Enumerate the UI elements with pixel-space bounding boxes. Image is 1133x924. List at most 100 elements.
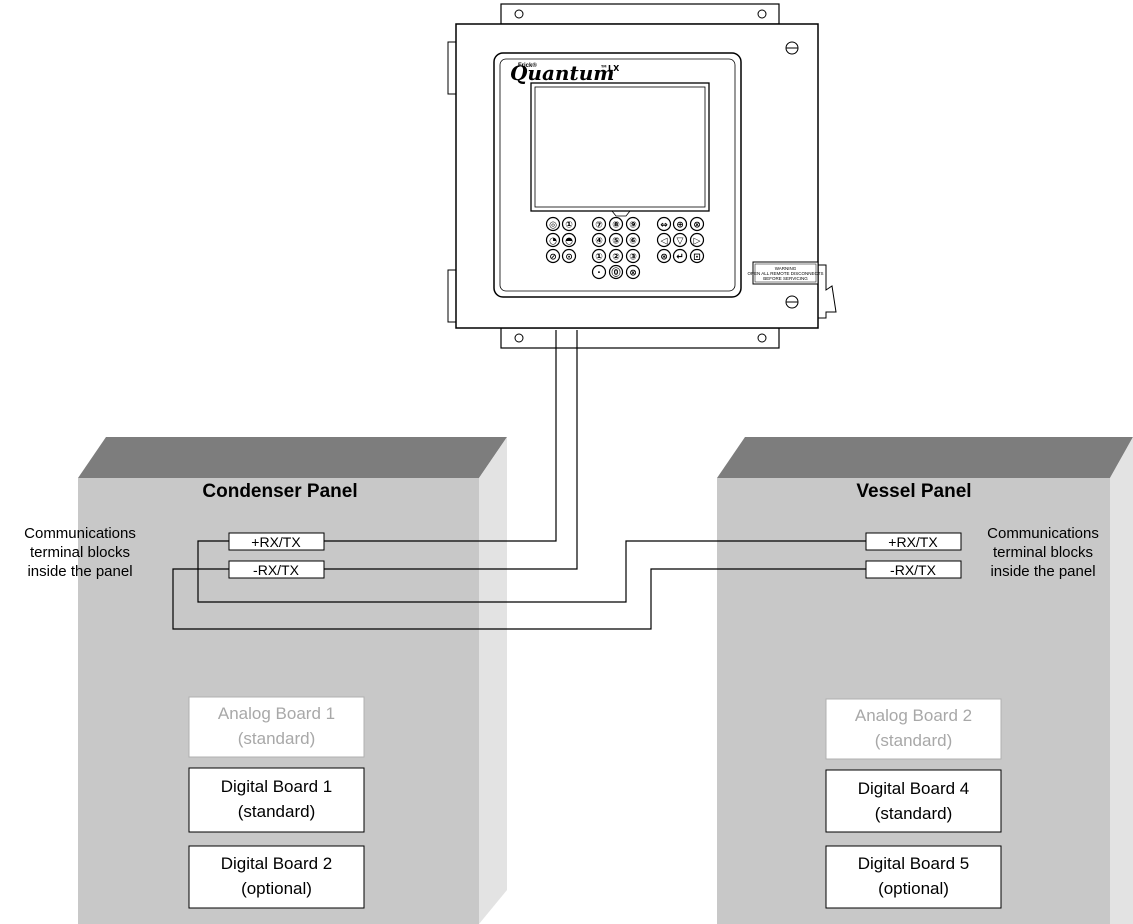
board-label-line2: (optional)	[241, 879, 312, 898]
keypad-key-symbol: ◔	[549, 237, 557, 247]
terminal-label: -RX/TX	[253, 562, 300, 578]
wire-minus-link	[172, 568, 866, 630]
panel-side-face	[1110, 437, 1133, 924]
keypad-key[interactable]: ⊛	[656, 248, 672, 264]
keypad-key[interactable]: ↵	[672, 248, 688, 264]
communication-wiring	[172, 330, 866, 630]
panel-top-face	[78, 437, 507, 478]
keypad-key[interactable]: ⊙	[561, 248, 577, 264]
keypad-key[interactable]: ⊗	[689, 216, 705, 232]
keypad-key[interactable]: ⊗	[625, 264, 641, 280]
keypad-key[interactable]: ⑥	[625, 232, 641, 248]
terminal-label: +RX/TX	[888, 534, 938, 550]
condenser-side-label: Communications terminal blocks inside th…	[24, 525, 136, 580]
door-latch	[816, 264, 837, 319]
brand-name: Quantum	[510, 61, 614, 85]
terminal-label: -RX/TX	[890, 562, 937, 578]
board-label-line2: (standard)	[875, 731, 952, 750]
keypad-key-symbol: ·	[597, 269, 600, 279]
board-box: Digital Board 1 (standard)	[188, 767, 365, 833]
keypad-key-symbol: ⑤	[612, 237, 620, 247]
keypad-key-symbol: ⊛	[660, 253, 668, 263]
display-bezel-inner	[499, 58, 736, 292]
mounting-hole	[757, 9, 767, 19]
wire-plus-link	[197, 540, 866, 603]
keypad-key[interactable]: ④	[591, 232, 607, 248]
keypad-key[interactable]: ▷	[689, 232, 705, 248]
side-label-line: Communications	[987, 525, 1099, 542]
board-label-line1: Digital Board 2	[221, 854, 333, 873]
keypad-key-symbol: ⇔	[660, 221, 668, 231]
top-mounting-tab	[500, 3, 780, 25]
wire-controller-plus	[324, 330, 557, 542]
keypad-key[interactable]: ◎	[545, 216, 561, 232]
keypad-key-symbol: ①	[565, 221, 573, 231]
keypad-key-symbol: ◁	[661, 237, 668, 247]
board-box: Analog Board 1 (standard)	[188, 696, 365, 758]
keypad-key[interactable]: ⑧	[608, 216, 624, 232]
keypad-key-symbol: ⊗	[693, 221, 701, 231]
keypad-key-symbol: ⊡	[693, 253, 701, 263]
brand-prefix: Frick®	[518, 62, 537, 69]
screw-icon	[785, 41, 799, 55]
bottom-mounting-tab	[500, 327, 780, 349]
condenser-panel-title: Condenser Panel	[202, 481, 357, 502]
keypad-key[interactable]: ⑦	[591, 216, 607, 232]
keypad-key[interactable]: ·	[591, 264, 607, 280]
side-label-line: Communications	[24, 525, 136, 542]
keypad-key-symbol: ⑦	[595, 221, 603, 231]
keypad-key-symbol: ⊗	[629, 269, 637, 279]
wire-controller-minus	[324, 330, 578, 570]
keypad-key[interactable]: ⇔	[656, 216, 672, 232]
board-box: Digital Board 2 (optional)	[188, 845, 365, 909]
keypad-key-symbol: ⊕	[676, 221, 684, 231]
keypad-key-symbol: ②	[612, 253, 620, 263]
keypad-key-symbol: ⑨	[629, 221, 637, 231]
keypad-key[interactable]: ◔	[545, 232, 561, 248]
keypad-key[interactable]: ②	[608, 248, 624, 264]
board-box: Digital Board 5 (optional)	[825, 845, 1002, 909]
panel-top-face	[717, 437, 1133, 478]
keypad-key[interactable]: ◁	[656, 232, 672, 248]
keypad-key[interactable]: ①	[591, 248, 607, 264]
board-label-line1: Analog Board 1	[218, 704, 335, 723]
keypad-key[interactable]: ⊕	[672, 216, 688, 232]
keypad-key[interactable]: ③	[625, 248, 641, 264]
side-label-line: inside the panel	[27, 563, 132, 580]
board-label-line1: Digital Board 5	[858, 854, 970, 873]
board-box: Digital Board 4 (standard)	[825, 769, 1002, 833]
mounting-hole	[514, 9, 524, 19]
keypad-key-symbol: ▷	[694, 237, 701, 247]
board-label-line1: Digital Board 1	[221, 777, 333, 796]
vessel-panel-title: Vessel Panel	[856, 481, 971, 502]
keypad-key[interactable]: ⊘	[545, 248, 561, 264]
board-label-line1: Digital Board 4	[858, 779, 970, 798]
keypad-key-symbol: ⓪	[611, 267, 620, 279]
keypad-key-symbol: ①	[595, 253, 603, 263]
side-label-line: terminal blocks	[30, 544, 130, 561]
board-label-line2: (standard)	[238, 802, 315, 821]
board-label-line2: (optional)	[878, 879, 949, 898]
keypad-key[interactable]: ⑤	[608, 232, 624, 248]
keypad-key[interactable]: ▽	[672, 232, 688, 248]
side-label-line: terminal blocks	[993, 544, 1093, 561]
keypad-key[interactable]: ◓	[561, 232, 577, 248]
terminal-label: +RX/TX	[251, 534, 301, 550]
keypad-key-symbol: ↵	[676, 253, 684, 263]
keypad-key[interactable]: ⑨	[625, 216, 641, 232]
board-box: Analog Board 2 (standard)	[825, 698, 1002, 760]
keypad-key-symbol: ⊘	[549, 253, 557, 263]
keypad-key-symbol: ▽	[677, 237, 684, 247]
keypad-key[interactable]: ⊡	[689, 248, 705, 264]
keypad-key[interactable]: ⓪	[608, 264, 624, 280]
warning-title: WARNING	[775, 266, 797, 271]
board-label-line2: (standard)	[875, 804, 952, 823]
keypad-key-symbol: ⑧	[612, 221, 620, 231]
keypad-key[interactable]: ①	[561, 216, 577, 232]
board-label-line1: Analog Board 2	[855, 706, 972, 725]
keypad-key-symbol: ◓	[565, 237, 573, 247]
condenser-panel: Condenser Panel +RX/TX -RX/TX Analog Boa…	[78, 437, 507, 924]
